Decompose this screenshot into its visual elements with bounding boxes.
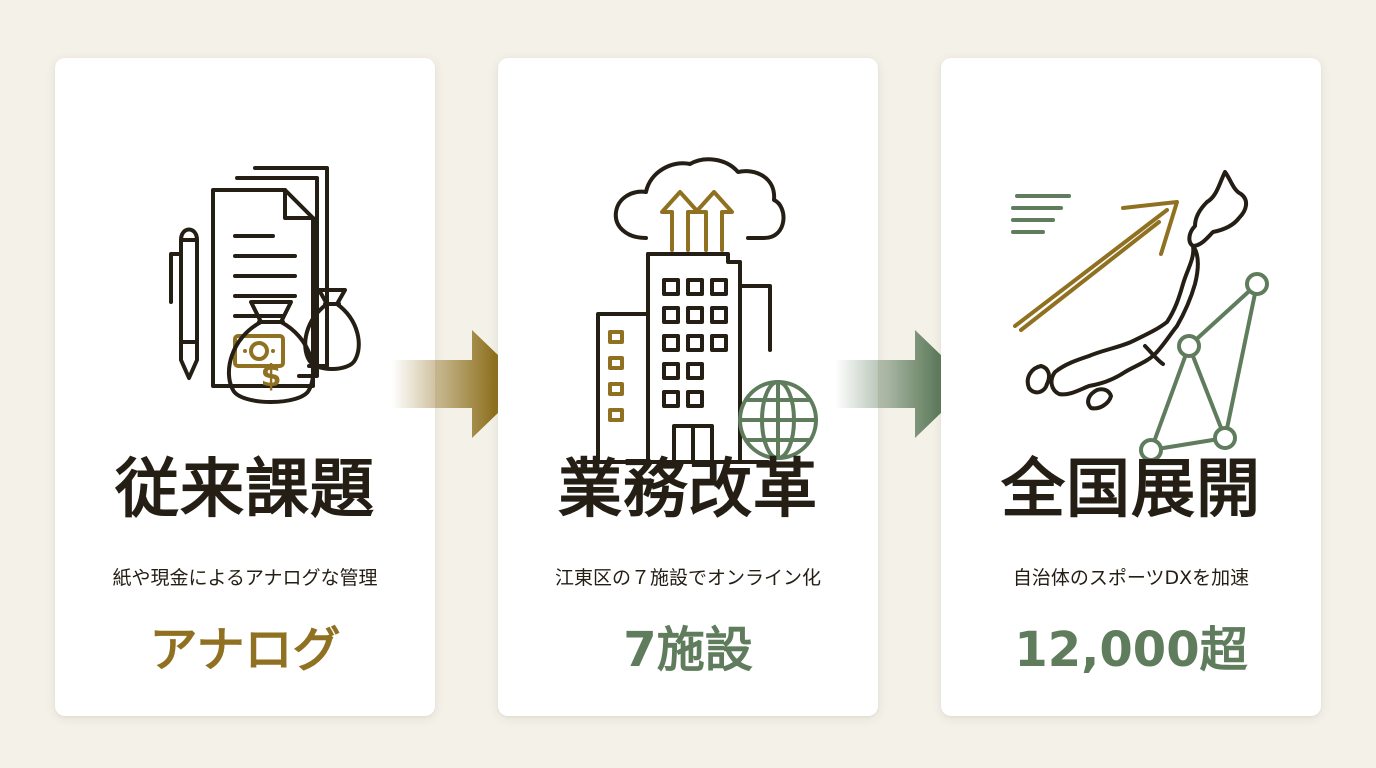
speed-lines xyxy=(1011,194,1071,234)
money-bag-icon xyxy=(303,288,361,371)
card-stat: 7施設 xyxy=(623,622,753,678)
card-description: 自治体のスポーツDXを加速 xyxy=(1012,567,1250,589)
globe-icon xyxy=(738,380,818,460)
card-description: 江東区の７施設でオンライン化 xyxy=(554,567,821,589)
card-legacy-issues: $ 従来課題 紙や現金によるアナログな管理 アナログ xyxy=(55,58,435,716)
illustration-analog: $ xyxy=(169,166,361,404)
arrow-right-icon xyxy=(835,330,971,438)
card-title: 従来課題 xyxy=(115,452,375,527)
svg-text:$: $ xyxy=(261,359,282,394)
card-business-reform: 業務改革 江東区の７施設でオンライン化 7施設 xyxy=(498,58,878,716)
building-icon xyxy=(576,252,772,464)
card-description: 紙や現金によるアナログな管理 xyxy=(112,567,378,589)
card-stat: アナログ xyxy=(149,622,341,678)
growth-arrow-icon xyxy=(1013,200,1179,332)
pen-icon xyxy=(169,227,199,380)
illustration-nationwide xyxy=(1011,170,1269,462)
cloud-upload-icon xyxy=(613,157,786,252)
arrow-right-icon xyxy=(392,330,528,438)
card-stat: 12,000超 xyxy=(1014,622,1248,678)
japan-map-icon xyxy=(1025,170,1248,411)
illustration-online xyxy=(576,157,818,464)
network-icon xyxy=(1139,272,1269,462)
card-nationwide-expansion: 全国展開 自治体のスポーツDXを加速 12,000超 xyxy=(941,58,1321,716)
card-title: 業務改革 xyxy=(558,452,818,527)
money-bag-icon xyxy=(226,300,316,404)
card-title: 全国展開 xyxy=(1001,452,1261,527)
